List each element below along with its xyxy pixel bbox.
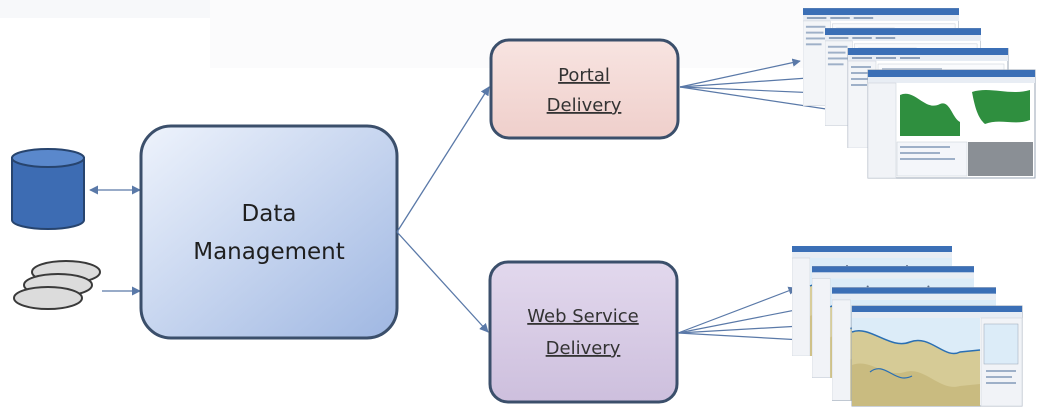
portal-map-screen	[867, 69, 1036, 179]
to-portal-arrow	[396, 86, 490, 233]
data-management-label-line1: Data	[242, 201, 297, 227]
files-stack-icon	[13, 260, 101, 310]
portal-delivery-label-line2[interactable]: Delivery	[547, 95, 622, 116]
data-management-label-line2: Management	[193, 239, 345, 265]
header-band	[0, 0, 210, 18]
nautical-chart-front-screen	[851, 305, 1023, 407]
portal-delivery-box[interactable]: Portal Delivery	[489, 38, 680, 140]
web-service-delivery-label-line2[interactable]: Delivery	[546, 338, 621, 359]
portal-screens-stack	[803, 8, 1036, 179]
database-icon	[11, 148, 85, 230]
portal-delivery-label-line1[interactable]: Portal	[558, 65, 610, 86]
web-service-screens-stack	[792, 246, 1023, 407]
web-service-delivery-label-line1[interactable]: Web Service	[527, 306, 639, 327]
data-management-box: Data Management	[139, 124, 399, 340]
web-service-delivery-box[interactable]: Web Service Delivery	[488, 260, 679, 404]
to-web-service-arrow	[396, 231, 489, 333]
